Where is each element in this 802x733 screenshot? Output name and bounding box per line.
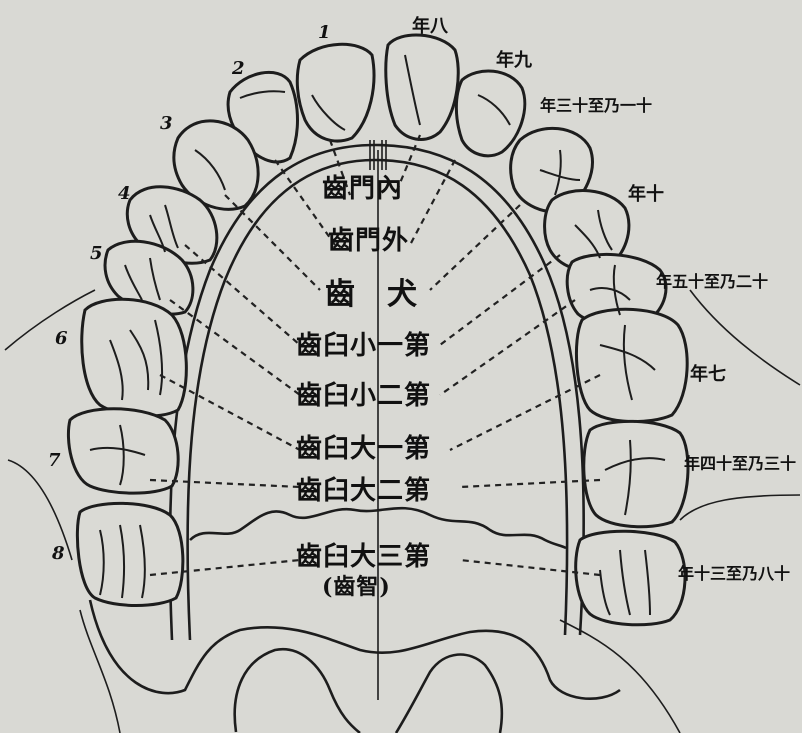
tooth-right-8 [576, 531, 685, 625]
age-label-r8: 年十三至乃八十 [678, 566, 790, 582]
label-outer-incisor: 齒門外 [328, 228, 409, 254]
left-jaw-line [80, 610, 120, 733]
tooth-number-1: 1 [318, 24, 331, 42]
age-label-r7: 年四十至乃三十 [684, 456, 796, 472]
label-second-molar: 齒臼大二第 [296, 478, 431, 504]
label-first-molar: 齒臼大一第 [296, 436, 431, 462]
throat-outline [90, 600, 620, 699]
tooth-left-1 [297, 44, 374, 141]
tooth-left-8 [77, 503, 183, 605]
label-wisdom-tooth: (齒智) [322, 576, 391, 598]
tooth-right-6 [576, 309, 687, 421]
age-label-r3: 年三十至乃一十 [540, 98, 652, 114]
tooth-number-5: 5 [90, 245, 103, 263]
tooth-number-3: 3 [160, 115, 173, 133]
tooth-right-1 [386, 35, 458, 139]
tooth-left-6 [82, 299, 187, 416]
tooth-number-2: 2 [232, 60, 245, 78]
right-jaw-line [560, 620, 680, 733]
tooth-number-6: 6 [55, 330, 68, 348]
age-label-r5: 年五十至乃二十 [656, 274, 768, 290]
right-face-line-lower [680, 495, 800, 520]
label-third-molar: 齒臼大三第 [296, 544, 431, 570]
tooth-number-7: 7 [48, 452, 61, 470]
age-label-r1: 年八 [412, 18, 448, 36]
label-inner-incisor: 齒門內 [322, 176, 403, 202]
age-label-r4: 年十 [628, 186, 664, 204]
tooth-number-8: 8 [52, 545, 65, 563]
label-second-premolar: 齒臼小二第 [296, 383, 431, 409]
age-label-r6: 年七 [690, 366, 726, 384]
tooth-right-2 [456, 71, 524, 156]
tooth-number-4: 4 [118, 185, 131, 203]
tongue-right [396, 655, 502, 733]
label-first-premolar: 齒臼小一第 [296, 333, 431, 359]
age-label-r2: 年九 [496, 52, 532, 70]
label-canine: 齒 犬 [325, 280, 418, 310]
tooth-right-7 [584, 421, 688, 526]
tongue-left [235, 649, 360, 733]
